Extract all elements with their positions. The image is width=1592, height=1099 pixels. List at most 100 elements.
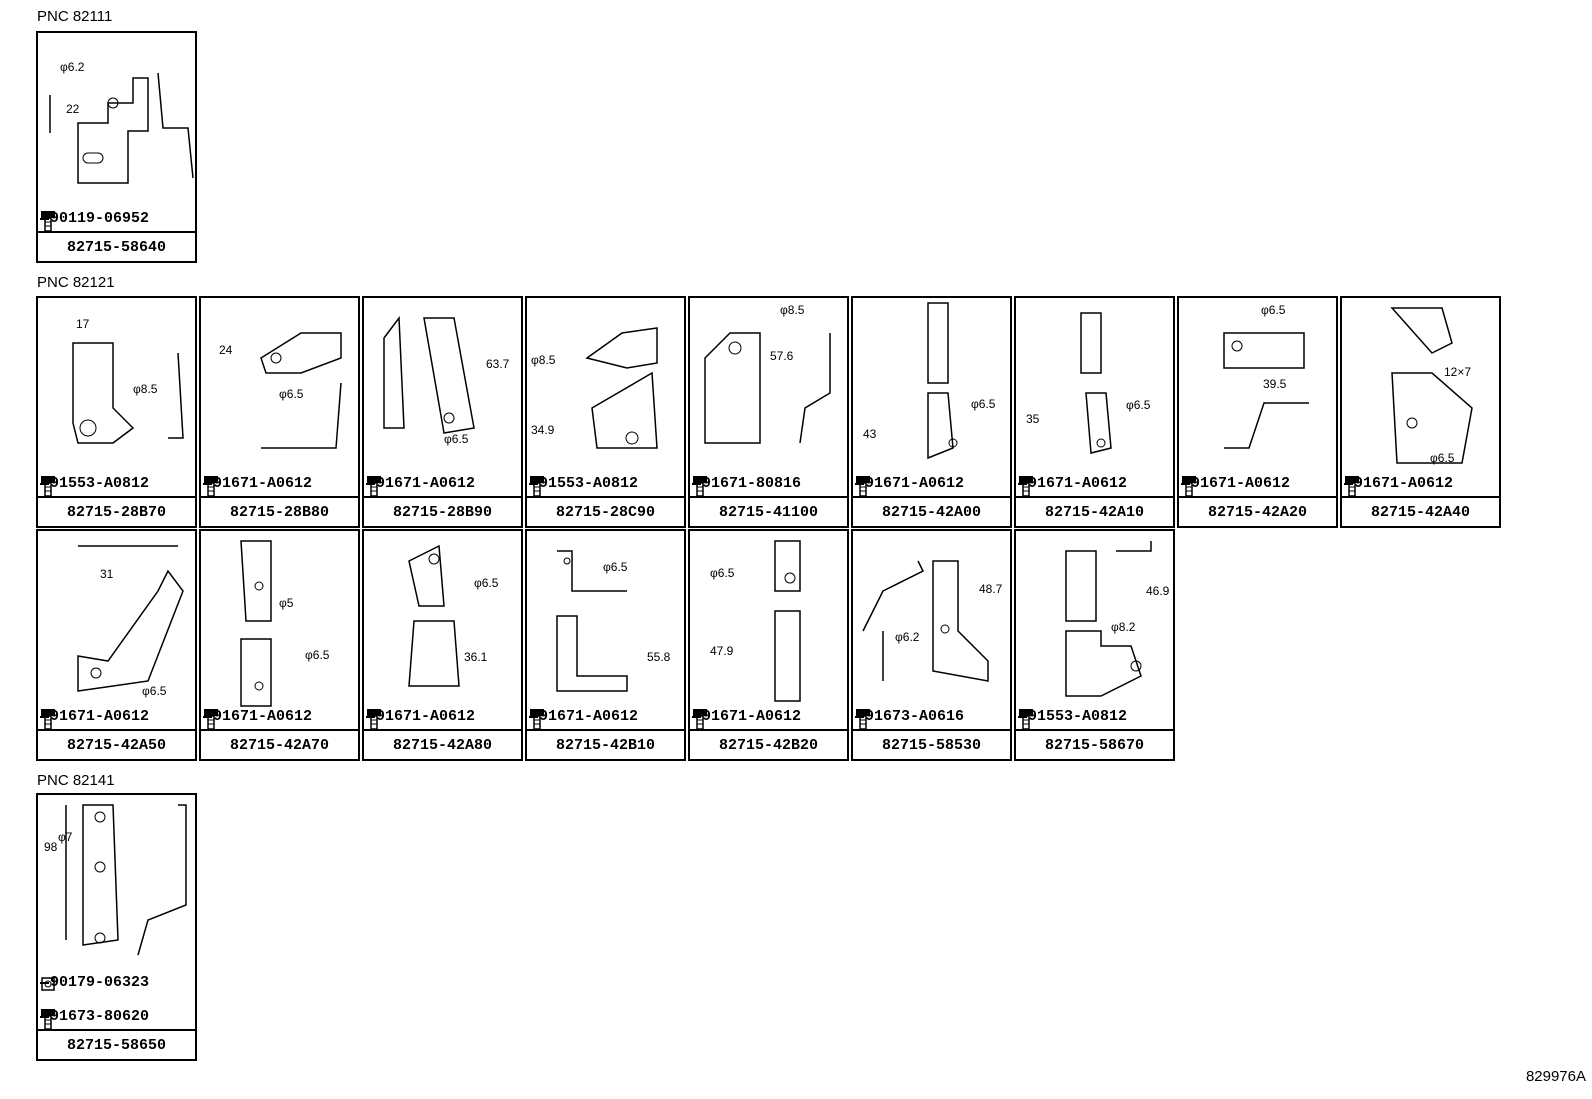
fastener-number: 91673-A0616 bbox=[865, 708, 965, 725]
bolt-part-number[interactable]: 91671-A0612 bbox=[1344, 475, 1454, 497]
part-number[interactable]: 82715-42A00 bbox=[853, 496, 1010, 526]
fastener-number: 91671-A0612 bbox=[865, 475, 965, 492]
bracket-drawing: φ6.547.9 bbox=[710, 540, 801, 702]
part-number[interactable]: 82715-42B20 bbox=[690, 729, 847, 759]
fastener-number: 91671-A0612 bbox=[1354, 475, 1454, 492]
part-number[interactable]: 82715-42A80 bbox=[364, 729, 521, 759]
part-number[interactable]: 82715-41100 bbox=[690, 496, 847, 526]
bolt-part-number[interactable]: 91673-80620 bbox=[40, 1008, 149, 1030]
fastener-number: 91671-80816 bbox=[702, 475, 802, 492]
bolt-part-number[interactable]: 91671-A0612 bbox=[1181, 475, 1290, 497]
bolt-icon bbox=[41, 476, 55, 497]
leader-line bbox=[40, 981, 49, 984]
part-number[interactable]: 82715-58640 bbox=[38, 231, 195, 261]
bolt-icon bbox=[367, 476, 381, 497]
dimension-label: 22 bbox=[66, 102, 80, 116]
dimension-label: φ6.5 bbox=[1261, 303, 1286, 317]
bolt-icon bbox=[1019, 709, 1033, 730]
bracket-drawing: φ8.557.6 bbox=[704, 303, 831, 444]
bolt-part-number[interactable]: 91671-80816 bbox=[692, 475, 802, 497]
bolt-icon bbox=[530, 709, 544, 730]
washer-icon bbox=[41, 977, 55, 991]
bolt-icon bbox=[204, 709, 218, 730]
part-number[interactable]: 82715-28B90 bbox=[364, 496, 521, 526]
bolt-part-number[interactable]: 91553-A0812 bbox=[529, 475, 638, 497]
dimension-label: φ8.5 bbox=[531, 353, 556, 367]
bolt-part-number[interactable]: 91553-A0812 bbox=[40, 475, 150, 497]
dimension-label: φ7 bbox=[58, 830, 73, 844]
dimension-label: 17 bbox=[76, 317, 90, 331]
bolt-part-number[interactable]: 91673-A0616 bbox=[855, 708, 965, 730]
part-number[interactable]: 82715-28B70 bbox=[38, 496, 195, 526]
bolt-part-number[interactable]: 90119-06952 bbox=[40, 210, 149, 232]
fastener-number: 91671-A0612 bbox=[1028, 475, 1128, 492]
bolt-icon bbox=[693, 476, 707, 497]
bracket-drawing: 48.7φ6.2 bbox=[862, 560, 1003, 682]
dimension-label: 48.7 bbox=[979, 582, 1003, 596]
fastener-number: 91553-A0812 bbox=[50, 475, 150, 492]
fastener-number: 91671-A0612 bbox=[213, 708, 313, 725]
bolt-part-number[interactable]: 91671-A0612 bbox=[855, 475, 965, 497]
bolt-part-number[interactable]: 91671-A0612 bbox=[529, 708, 638, 730]
part-number[interactable]: 82715-42A10 bbox=[1016, 496, 1173, 526]
fastener-number: 91671-A0612 bbox=[376, 475, 476, 492]
dimension-label: φ6.2 bbox=[60, 60, 85, 74]
part-number[interactable]: 82715-28B80 bbox=[201, 496, 358, 526]
bolt-icon bbox=[41, 211, 55, 232]
washer-part-number[interactable]: 90179-06323 bbox=[40, 974, 149, 991]
part-number[interactable]: 82715-42A50 bbox=[38, 729, 195, 759]
dimension-label: 47.9 bbox=[710, 644, 734, 658]
bolt-part-number[interactable]: 91671-A0612 bbox=[203, 708, 313, 730]
part-number[interactable]: 82715-42B10 bbox=[527, 729, 684, 759]
bolt-icon bbox=[856, 709, 870, 730]
bolt-part-number[interactable]: 91671-A0612 bbox=[366, 708, 475, 730]
pnc-label: PNC 82141 bbox=[37, 772, 115, 789]
dimension-label: 35 bbox=[1026, 412, 1040, 426]
bracket-drawing: φ6.2 22 bbox=[49, 60, 194, 184]
bolt-part-number[interactable]: 91671-A0612 bbox=[40, 708, 149, 730]
bolt-part-number[interactable]: 91671-A0612 bbox=[1018, 475, 1128, 497]
part-number[interactable]: 82715-28C90 bbox=[527, 496, 684, 526]
dimension-label: φ6.5 bbox=[971, 397, 996, 411]
bolt-part-number[interactable]: 91553-A0812 bbox=[1018, 708, 1127, 730]
part-number[interactable]: 82715-58670 bbox=[1016, 729, 1173, 759]
part-number[interactable]: 82715-42A20 bbox=[1179, 496, 1336, 526]
part-number[interactable]: 82715-58530 bbox=[853, 729, 1010, 759]
dimension-label: 12×7 bbox=[1444, 365, 1471, 379]
bracket-drawing: 12×7φ6.5 bbox=[1390, 307, 1473, 465]
bolt-part-number[interactable]: 91671-A0612 bbox=[203, 475, 312, 497]
bracket-drawing: φ6.555.8 bbox=[556, 550, 671, 692]
dimension-label: φ6.5 bbox=[474, 576, 499, 590]
bracket-drawing: 63.7φ6.5 bbox=[383, 315, 510, 446]
part-number[interactable]: 82715-58650 bbox=[38, 1029, 195, 1059]
dimension-label: φ6.5 bbox=[305, 648, 330, 662]
bracket-drawing: φ8.534.9 bbox=[531, 327, 658, 449]
bolt-part-number[interactable]: 91671-A0612 bbox=[366, 475, 476, 497]
bolt-part-number[interactable]: 91671-A0612 bbox=[692, 708, 801, 730]
part-number[interactable]: 82715-42A70 bbox=[201, 729, 358, 759]
bolt-icon bbox=[1019, 476, 1033, 497]
part-number[interactable]: 82715-42A40 bbox=[1342, 496, 1499, 526]
